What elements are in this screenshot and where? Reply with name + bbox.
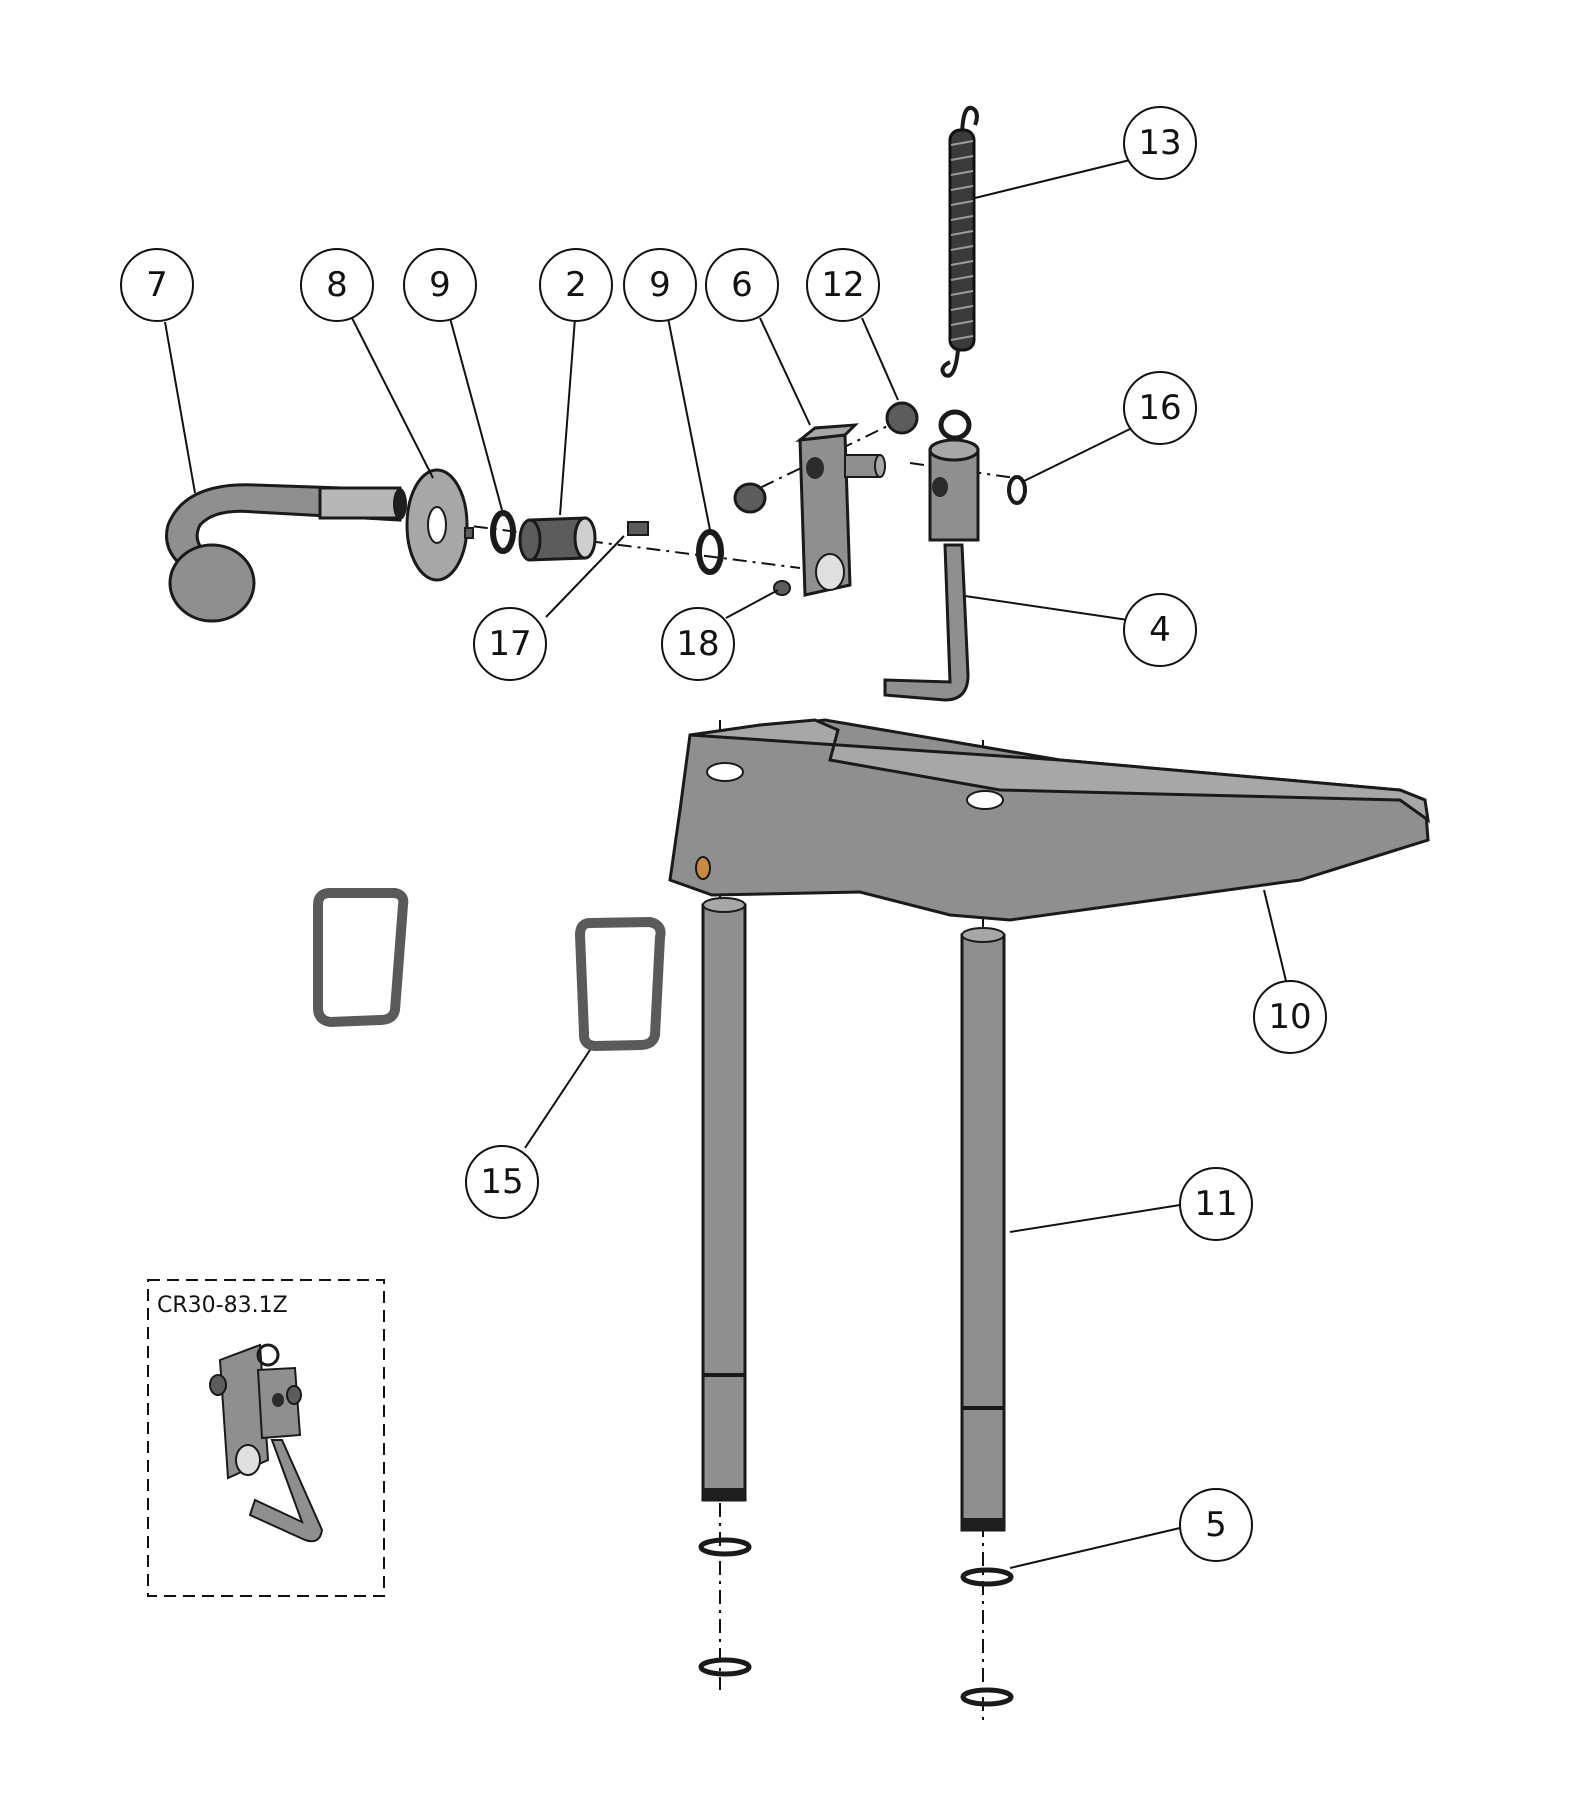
callout-4: 4 xyxy=(1123,593,1197,667)
inset-label: CR30-83.1Z xyxy=(157,1293,288,1318)
callout-17: 17 xyxy=(473,607,547,681)
plate-part xyxy=(405,468,474,582)
svg-text:10: 10 xyxy=(1268,997,1311,1037)
pin-part xyxy=(883,409,980,702)
clip-part xyxy=(1007,475,1027,505)
svg-text:6: 6 xyxy=(731,265,753,305)
callout-8: 8 xyxy=(300,248,374,322)
callout-11: 11 xyxy=(1179,1167,1253,1241)
handle-part xyxy=(165,483,407,623)
svg-text:9: 9 xyxy=(649,265,671,305)
assembly-axes xyxy=(329,419,1016,1720)
spring-part xyxy=(940,105,979,378)
callout-13: 13 xyxy=(1123,106,1197,180)
inset-assembly-illustration xyxy=(209,1343,324,1543)
svg-text:16: 16 xyxy=(1138,388,1181,428)
svg-text:12: 12 xyxy=(821,265,864,305)
loop-part-b xyxy=(574,916,666,1052)
ring-part-b xyxy=(696,529,724,575)
svg-text:13: 13 xyxy=(1138,123,1181,163)
callout-12: 12 xyxy=(806,248,880,322)
svg-text:8: 8 xyxy=(326,265,348,305)
leader-lines xyxy=(164,159,1288,1569)
svg-text:2: 2 xyxy=(565,265,587,305)
svg-text:18: 18 xyxy=(676,624,719,664)
svg-text:15: 15 xyxy=(480,1162,523,1202)
svg-text:7: 7 xyxy=(146,265,168,305)
svg-text:4: 4 xyxy=(1149,610,1171,650)
svg-text:11: 11 xyxy=(1194,1184,1237,1224)
svg-text:9: 9 xyxy=(429,265,451,305)
svg-text:17: 17 xyxy=(488,624,531,664)
svg-text:5: 5 xyxy=(1205,1505,1227,1545)
washer-part-c xyxy=(960,1567,1014,1587)
callout-10: 10 xyxy=(1253,980,1327,1054)
callout-18: 18 xyxy=(661,607,735,681)
set-screw-part xyxy=(773,580,791,596)
ring-part-a xyxy=(490,510,516,554)
washer-part-b xyxy=(698,1657,752,1677)
callout-15: 15 xyxy=(465,1145,539,1219)
washer-part-d xyxy=(960,1687,1014,1707)
key-part xyxy=(627,521,649,536)
washer-part-a xyxy=(698,1537,752,1557)
base-frame-part xyxy=(668,718,1431,922)
callout-7: 7 xyxy=(120,248,194,322)
loop-part-a xyxy=(313,888,409,1028)
bracket-part xyxy=(795,423,886,597)
post-part-right xyxy=(960,927,1006,1532)
nut-part xyxy=(885,401,919,435)
callout-2: 2 xyxy=(539,248,613,322)
callout-16: 16 xyxy=(1123,371,1197,445)
callout-9-left: 9 xyxy=(403,248,477,322)
callout-5: 5 xyxy=(1179,1488,1253,1562)
post-part-left xyxy=(701,897,747,1502)
callout-9-right: 9 xyxy=(623,248,697,322)
bushing-part xyxy=(518,516,597,562)
callout-6: 6 xyxy=(705,248,779,322)
inset-panel: CR30-83.1Z xyxy=(147,1279,385,1597)
plug-part xyxy=(733,482,767,514)
